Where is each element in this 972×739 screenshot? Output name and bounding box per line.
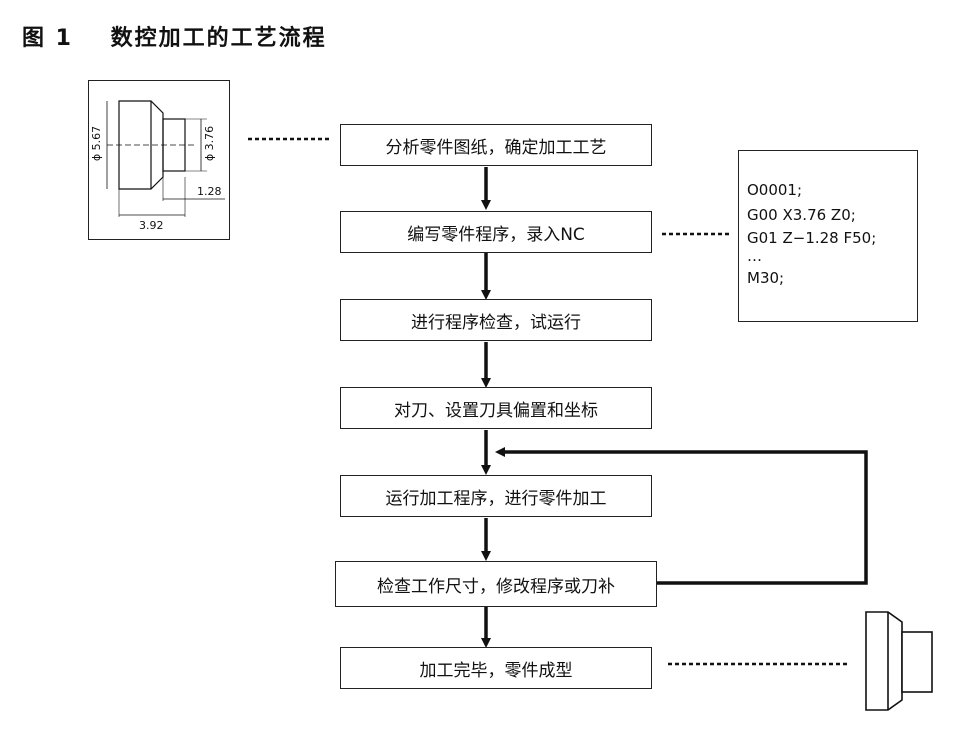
- code-line: M30;: [747, 269, 785, 287]
- step-write-program: 编写零件程序，录入NC: [340, 211, 652, 253]
- figure-title: 图 1 数控加工的工艺流程: [22, 20, 327, 52]
- step-tool-setup: 对刀、设置刀具偏置和坐标: [340, 387, 652, 429]
- step-run-program: 运行加工程序，进行零件加工: [340, 475, 652, 517]
- nc-code-box: O0001; G00 X3.76 Z0; G01 Z−1.28 F50; … M…: [738, 150, 918, 322]
- step-inspect: 检查工作尺寸，修改程序或刀补: [335, 561, 657, 607]
- figure-title-text: 数控加工的工艺流程: [110, 26, 327, 51]
- step-check-program: 进行程序检查，试运行: [340, 299, 652, 341]
- step-analyze: 分析零件图纸，确定加工工艺: [340, 124, 652, 166]
- code-line: O0001;: [747, 181, 803, 199]
- feedback-loop: [495, 447, 868, 585]
- dim-small-diameter: ϕ 3.76: [203, 125, 217, 162]
- step-finished: 加工完毕，零件成型: [340, 647, 652, 689]
- part-outline: [106, 100, 225, 217]
- code-line: …: [747, 247, 762, 265]
- dim-large-diameter: ϕ 5.67: [90, 125, 104, 162]
- figure-number: 图 1: [22, 26, 73, 51]
- dim-total-length: 3.92: [139, 219, 164, 232]
- code-line: G01 Z−1.28 F50;: [747, 229, 877, 247]
- code-line: G00 X3.76 Z0;: [747, 206, 856, 224]
- part-drawing: ϕ 5.67 ϕ 3.76 1.28 3.92: [88, 80, 230, 240]
- finished-part-icon: [865, 611, 933, 711]
- dim-small-length: 1.28: [197, 185, 222, 198]
